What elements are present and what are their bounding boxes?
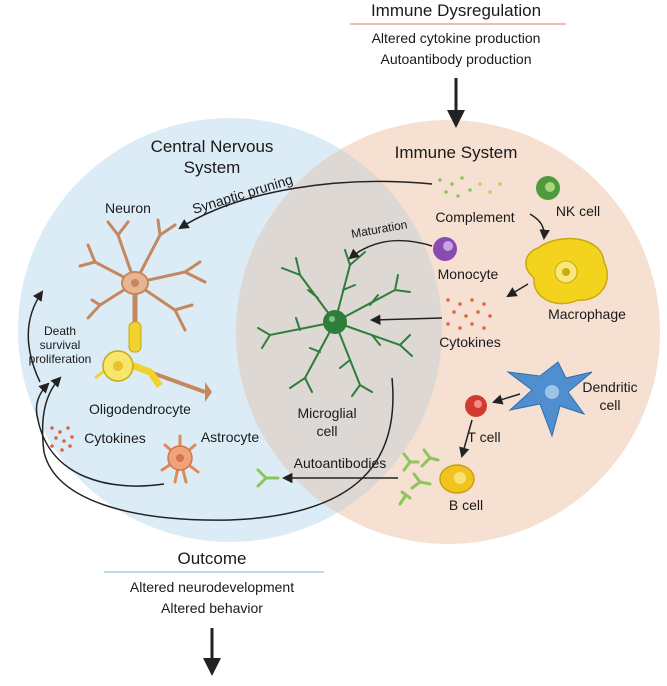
microglia-label-line-1: Microglial [297,405,356,421]
immune-cytokines-label: Cytokines [439,334,500,350]
astrocyte-to-cytokines-arrow [35,382,165,487]
immune-title: Immune System [395,143,518,162]
monocyte-icon [433,237,457,261]
outcome-line-1: Altered neurodevelopment [130,579,294,595]
header-line-2: Autoantibody production [381,51,532,67]
neuron-icon [78,218,207,341]
header-title: Immune Dysregulation [371,1,541,20]
cytokines-to-microglia-arrow [369,314,443,326]
antibody-cluster-icon [398,448,440,506]
oligodendrocyte-icon [94,321,212,402]
top-down-arrow [447,78,465,128]
oligo-to-neuron-arrow [27,290,44,383]
nk-cell-label: NK cell [556,203,600,219]
cns-cytokines-label: Cytokines [84,430,145,446]
monocyte-label: Monocyte [438,266,499,282]
complement-label: Complement [435,209,514,225]
t-cell-icon [465,395,487,417]
outcome-title: Outcome [178,549,247,568]
outcome-line-2: Altered behavior [161,600,263,616]
microglia-to-cns-loop-arrow [41,376,394,521]
microglia-icon [257,249,413,397]
nk-cell-icon [536,176,560,200]
immune-cytokine-dots [446,298,492,330]
microglia-label-line-2: cell [316,423,337,439]
dendritic-label-line-1: Dendritic [582,379,637,395]
neuron-label: Neuron [105,200,151,216]
complement-dots [438,176,502,198]
maturation-arrow [348,239,433,260]
dendritic-label-line-2: cell [599,397,620,413]
astrocyte-icon [160,434,200,484]
death-label-line-1: Death [44,324,76,338]
dendritic-to-t-cell-arrow [491,393,521,405]
oligodendrocyte-label: Oligodendrocyte [89,401,191,417]
astrocyte-label: Astrocyte [201,429,260,445]
macrophage-icon [525,237,609,305]
b-cell-label: B cell [449,497,483,513]
cns-title-line-1: Central Nervous [151,137,274,156]
cns-title-line-2: System [184,158,241,177]
bottom-down-arrow [203,628,221,676]
overlap-region [236,120,442,542]
death-label-line-3: proliferation [29,352,92,366]
t-cell-to-b-cell-arrow [459,419,473,459]
macrophage-to-cytokines-arrow [506,283,529,298]
b-cell-icon [439,464,475,494]
dendritic-cell-icon [506,361,593,438]
autoantibodies-label: Autoantibodies [294,455,387,471]
death-label-line-2: survival [40,338,81,352]
cns-cytokine-dots [50,426,74,452]
macrophage-label: Macrophage [548,306,626,322]
complement-to-macrophage-arrow [529,213,550,241]
t-cell-label: T cell [467,429,500,445]
header-line-1: Altered cytokine production [372,30,541,46]
single-antibody-icon [256,468,280,488]
synaptic-pruning-arrow [178,180,433,230]
